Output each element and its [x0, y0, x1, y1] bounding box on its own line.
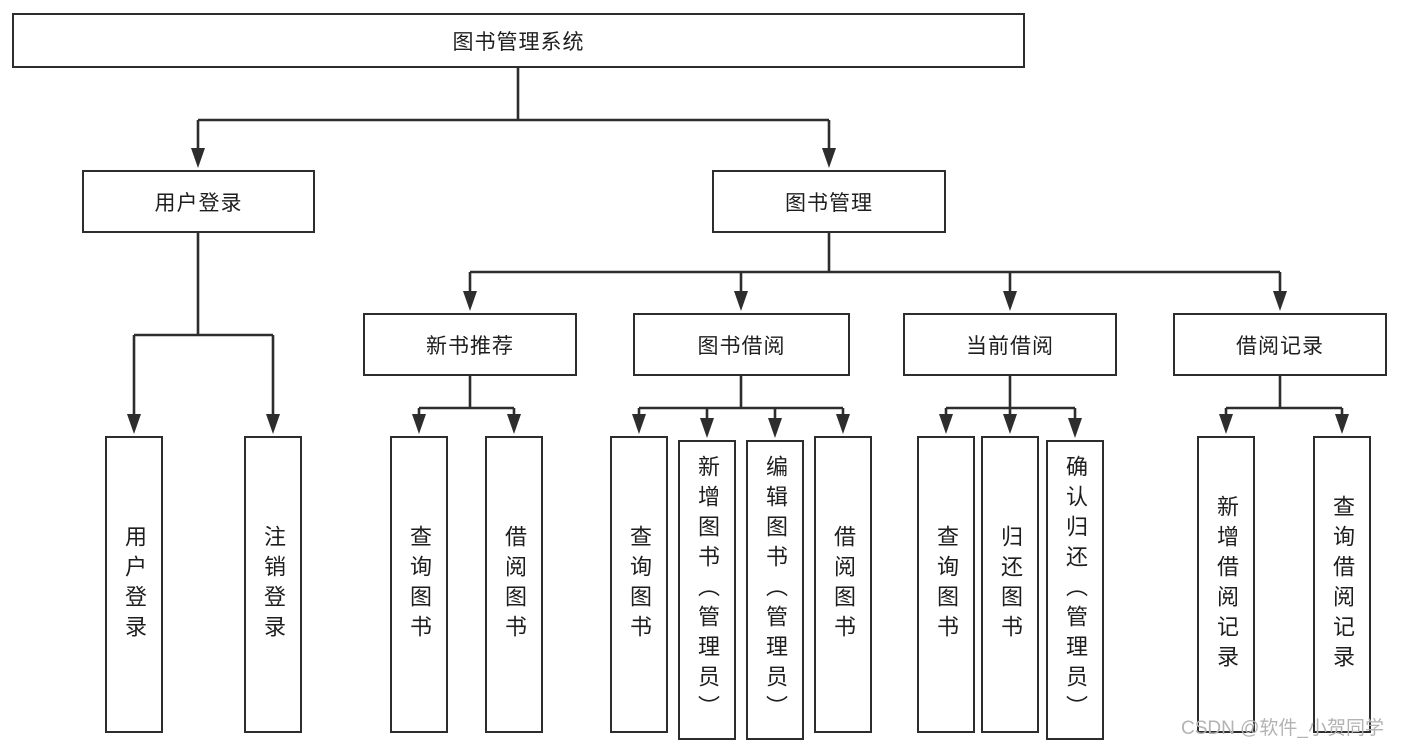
node-new-book-recommend-label: 新书推荐	[426, 334, 514, 358]
leaf-return-book: 归还图书	[981, 436, 1039, 733]
node-root: 图书管理系统	[12, 13, 1025, 68]
leaf-current-query-book-label: 查询图书	[934, 524, 959, 645]
leaf-borrow-query-book: 查询图书	[610, 436, 668, 733]
node-root-label: 图书管理系统	[452, 30, 585, 54]
leaf-newrec-query-book: 查询图书	[390, 436, 448, 733]
leaf-edit-book-admin: 编辑图书（管理员）	[746, 440, 804, 740]
leaf-confirm-return-admin: 确认归还（管理员）	[1046, 440, 1104, 740]
connector-book-management-children	[463, 233, 1287, 311]
leaf-borrow-book-label: 借阅图书	[831, 524, 856, 645]
node-current-borrow: 当前借阅	[903, 313, 1117, 376]
leaf-logout-label: 注销登录	[261, 524, 286, 645]
leaf-logout: 注销登录	[244, 436, 302, 733]
leaf-add-book-admin-label: 新增图书（管理员）	[695, 455, 720, 725]
node-book-borrow: 图书借阅	[633, 313, 850, 376]
leaf-borrow-book: 借阅图书	[814, 436, 872, 733]
connector-book-borrow-children	[632, 376, 850, 438]
connector-new-book-children	[412, 376, 521, 434]
connector-borrow-records-children	[1219, 376, 1349, 434]
leaf-add-book-admin: 新增图书（管理员）	[678, 440, 736, 740]
node-borrow-records: 借阅记录	[1173, 313, 1387, 376]
leaf-borrow-query-book-label: 查询图书	[627, 524, 652, 645]
node-current-borrow-label: 当前借阅	[966, 334, 1054, 358]
node-book-borrow-label: 图书借阅	[697, 334, 786, 358]
leaf-return-book-label: 归还图书	[998, 524, 1023, 645]
node-book-management-label: 图书管理	[785, 191, 873, 215]
leaf-newrec-query-book-label: 查询图书	[407, 524, 432, 645]
leaf-edit-book-admin-label: 编辑图书（管理员）	[763, 455, 788, 725]
node-borrow-records-label: 借阅记录	[1236, 334, 1324, 358]
node-user-login: 用户登录	[82, 170, 315, 233]
leaf-user-login: 用户登录	[105, 436, 163, 733]
node-book-management: 图书管理	[712, 170, 946, 233]
connector-user-login-children	[127, 233, 280, 434]
leaf-add-borrow-record: 新增借阅记录	[1197, 436, 1255, 733]
node-new-book-recommend: 新书推荐	[363, 313, 577, 376]
node-user-login-label: 用户登录	[154, 191, 243, 215]
leaf-newrec-borrow-book-label: 借阅图书	[502, 524, 527, 645]
leaf-user-login-label: 用户登录	[122, 524, 147, 645]
leaf-add-borrow-record-label: 新增借阅记录	[1214, 494, 1239, 675]
leaf-query-borrow-record-label: 查询借阅记录	[1330, 494, 1355, 675]
leaf-current-query-book: 查询图书	[917, 436, 975, 733]
leaf-newrec-borrow-book: 借阅图书	[485, 436, 543, 733]
connector-current-borrow-children	[939, 376, 1082, 438]
leaf-confirm-return-admin-label: 确认归还（管理员）	[1063, 455, 1088, 725]
leaf-query-borrow-record: 查询借阅记录	[1313, 436, 1371, 733]
csdn-watermark: CSDN @软件_小贺同学	[1181, 718, 1384, 739]
connector-root-to-level2	[191, 68, 836, 168]
